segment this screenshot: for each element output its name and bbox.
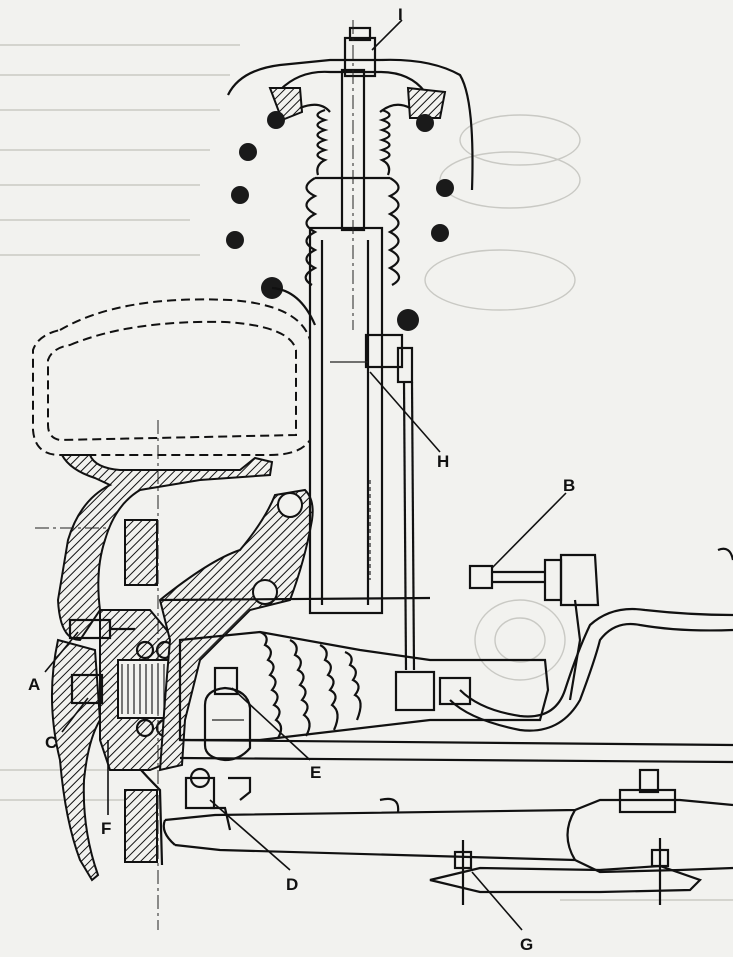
stabilizer-link [330, 333, 416, 671]
top-mount [227, 26, 474, 191]
callout-labels: I B H A C E F D G [28, 5, 575, 954]
tie-rod-end [203, 666, 252, 762]
background-ghosting [0, 44, 733, 901]
label-D: D [286, 875, 298, 894]
strut-bellows [304, 108, 401, 286]
subframe-mount [429, 838, 703, 905]
label-I: I [398, 5, 403, 24]
lower-control-arm [162, 767, 733, 874]
label-B: B [563, 476, 575, 495]
tyre-outline [32, 298, 311, 456]
label-F: F [101, 819, 111, 838]
label-E: E [310, 763, 321, 782]
steering-rack [178, 630, 733, 764]
label-G: G [520, 935, 533, 954]
coil-spring-section [226, 111, 454, 331]
wheel-hub [68, 609, 182, 771]
anti-roll-bar [449, 547, 733, 732]
wheel-rim [51, 454, 274, 882]
steering-knuckle [158, 488, 431, 772]
label-A: A [28, 675, 40, 694]
leader-lines [44, 19, 567, 931]
centre-lines [35, 20, 354, 930]
label-C: C [45, 733, 57, 752]
label-H: H [437, 452, 449, 471]
